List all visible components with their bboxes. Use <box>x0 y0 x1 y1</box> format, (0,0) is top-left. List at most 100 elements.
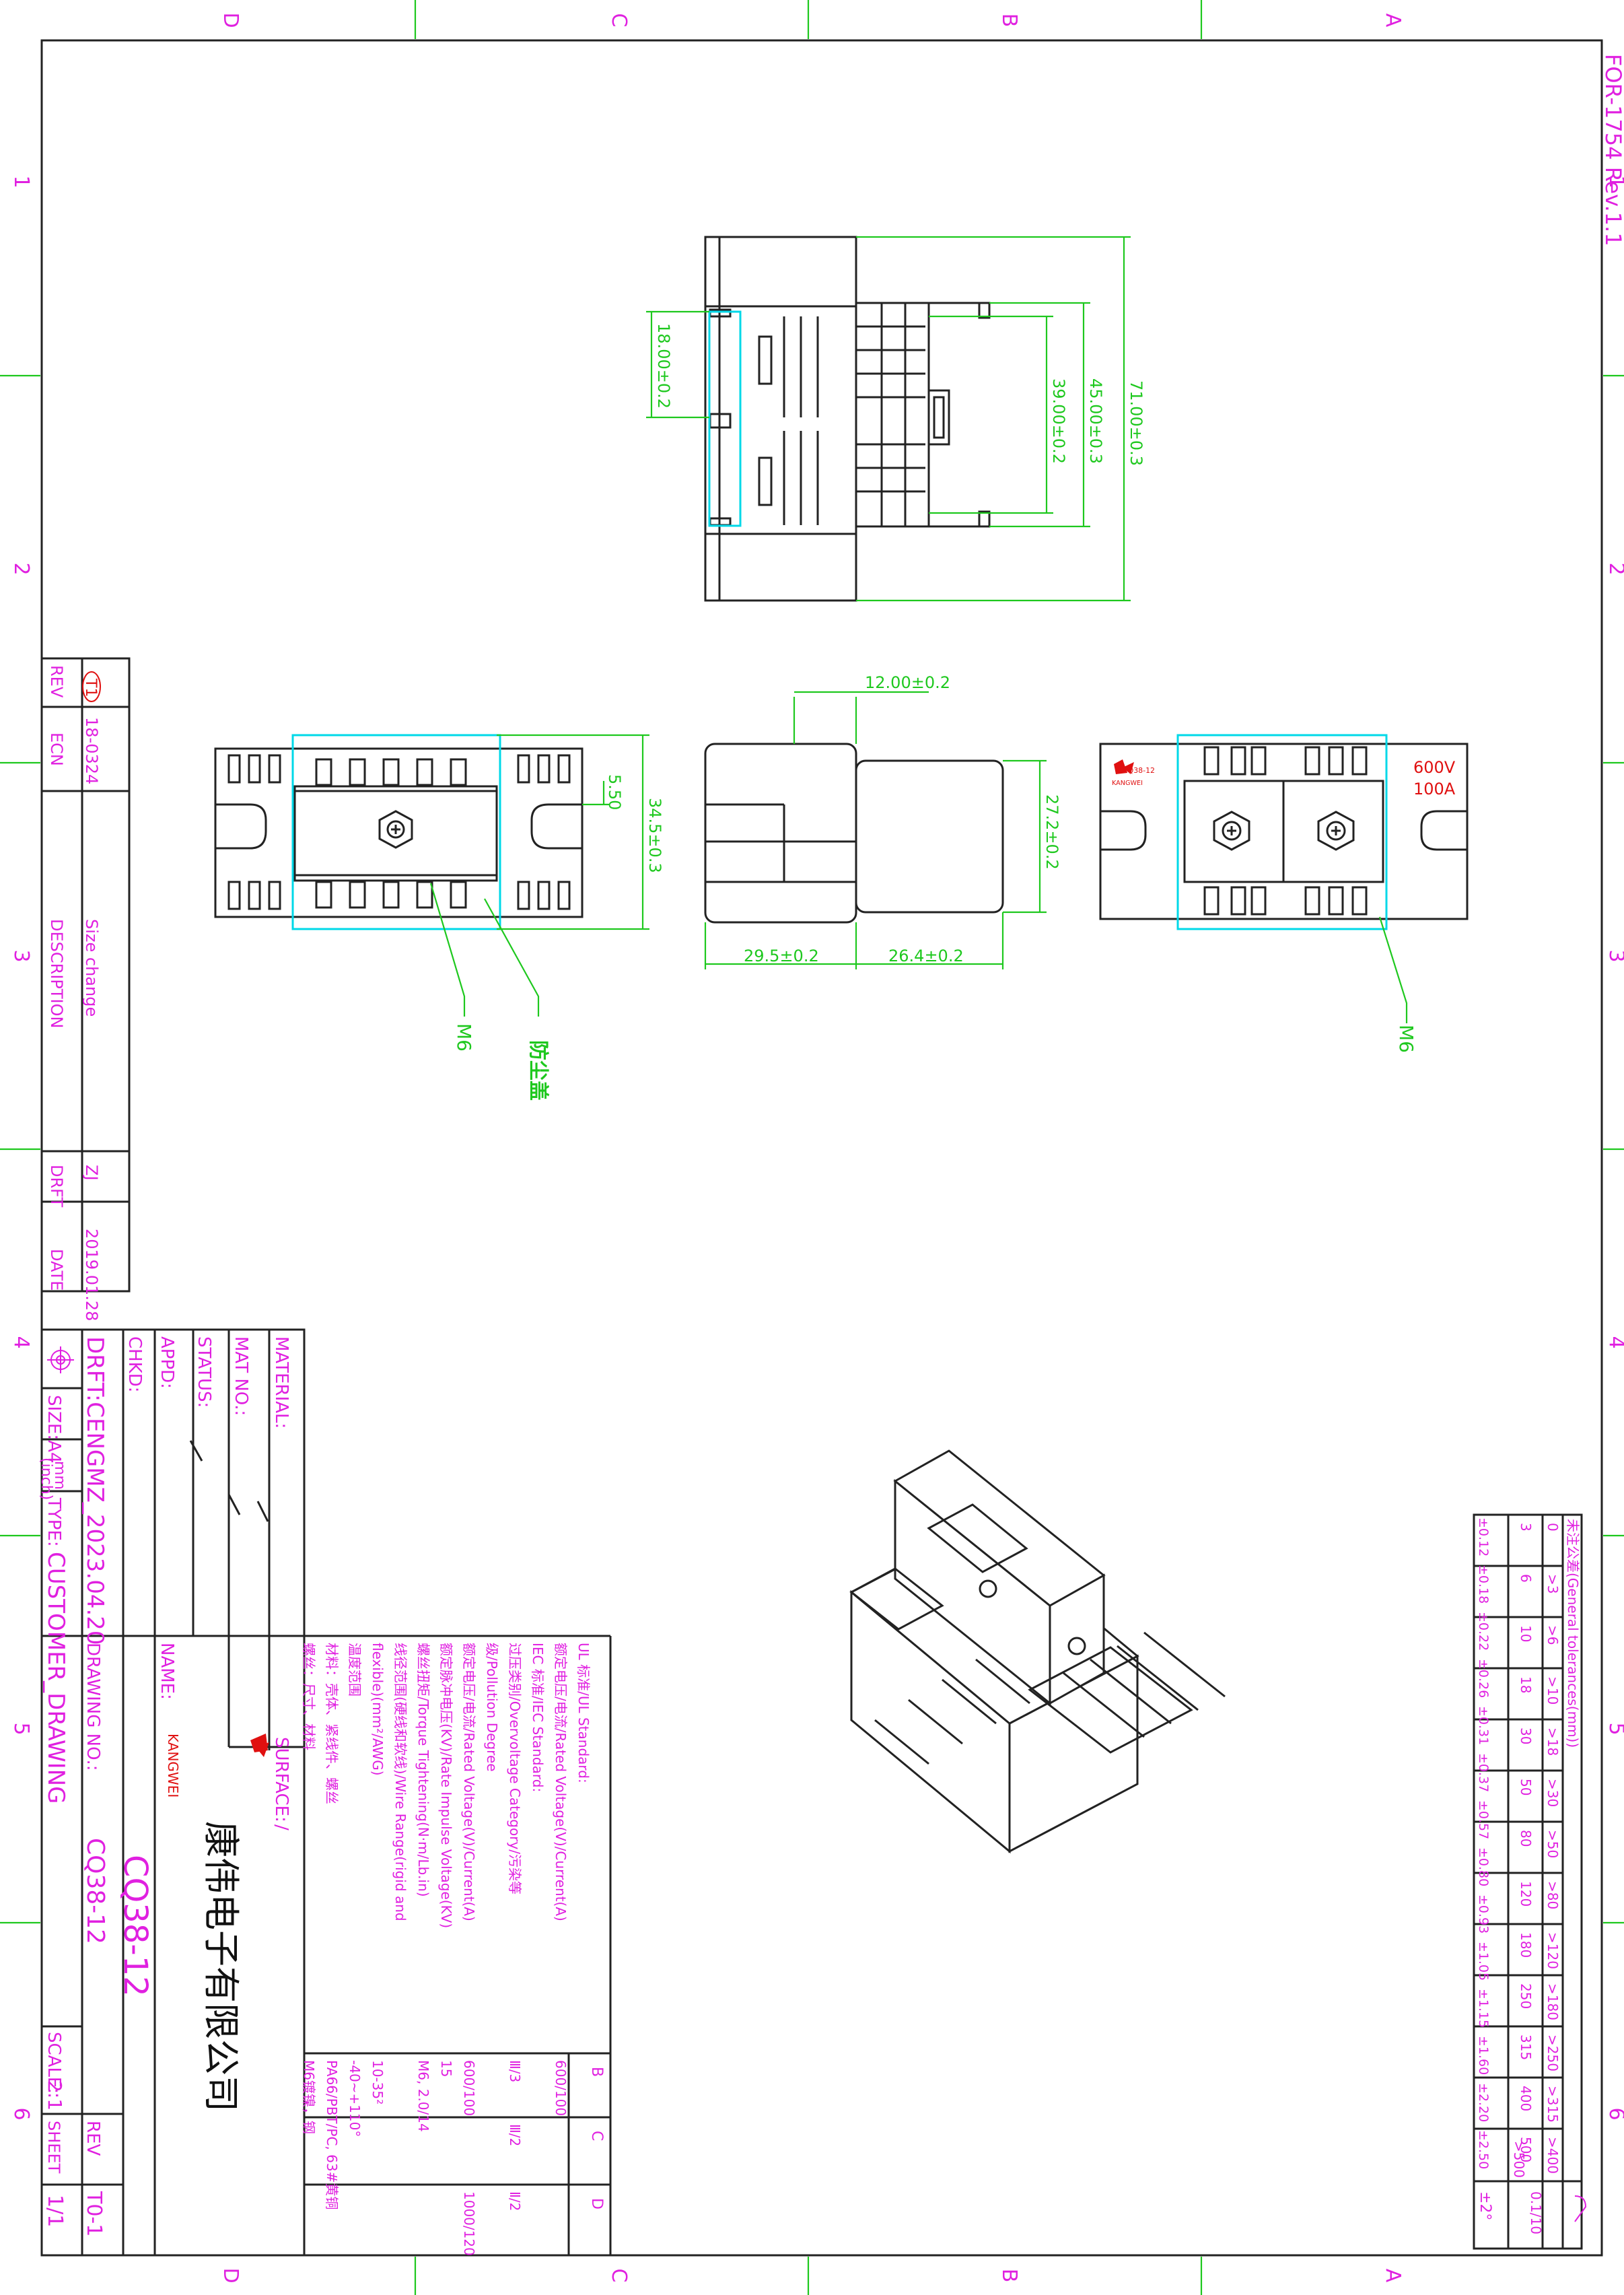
scale-value: 2:1 <box>44 2080 66 2111</box>
tolerance-value: ±0.93 <box>1476 1894 1491 1933</box>
rev-header-ecn: ECN <box>47 732 66 766</box>
tolerance-from: >10 <box>1545 1676 1561 1705</box>
tolerance-to: 10 <box>1518 1625 1534 1642</box>
spec-col-d: D <box>588 2198 605 2210</box>
tolerance-value: ±0.12 <box>1476 1517 1491 1556</box>
dim-18: 18.00±0.2 <box>654 323 673 409</box>
zone-letter-top-a: A <box>1381 13 1405 28</box>
isometric-view <box>849 1449 1226 1854</box>
revision-table: REV ECN DESCRIPTION DRFT DATE T1 18-0324… <box>40 657 131 1321</box>
zone-number-left-1: 1 <box>9 175 33 188</box>
tolerance-angle-header: 0.1/10 <box>1528 2191 1544 2234</box>
spec-row-label: 额定脉冲电压(KV)/Rate Impulse Voltage(KV) <box>438 1643 454 1928</box>
company-name-cn: 康伟电子有限公司 <box>200 1821 242 2112</box>
unit-inch: (inch) <box>38 1458 55 1500</box>
company-name-en: KANGWEI <box>165 1734 181 1797</box>
part-name: CQ38-12 <box>116 1855 154 1997</box>
tolerance-from: >250 <box>1545 2034 1561 2071</box>
rev-row-ecn: 18-0324 <box>82 717 101 784</box>
projection-symbol-icon <box>47 1346 74 1373</box>
tolerance-value: ±2.50 <box>1476 2130 1491 2169</box>
tolerance-value: ±0.22 <box>1476 1612 1491 1651</box>
dim-27-2: 27.2±0.2 <box>1043 794 1061 870</box>
dim-5-50: 5.50 <box>605 774 624 810</box>
tolerance-from: >18 <box>1545 1727 1561 1756</box>
tolerance-to: 18 <box>1518 1676 1534 1693</box>
drawing-no: CQ38-12 <box>81 1838 109 1944</box>
rev-row-date: 2019.01.28 <box>82 1229 101 1321</box>
tolerance-angle-value: ±2° <box>1477 2191 1493 2220</box>
company-logo <box>250 1734 269 1757</box>
surface-label: SURFACE: <box>271 1737 291 1822</box>
tolerance-from: 0 <box>1545 1523 1561 1532</box>
callout-m6-left: M6 <box>453 1023 475 1052</box>
tolerance-from: >30 <box>1545 1779 1561 1807</box>
zone-number-left-3: 3 <box>9 949 33 962</box>
tolerance-value: ±1.05 <box>1476 1942 1491 1981</box>
tolerance-over-500: >500 <box>1511 2141 1527 2178</box>
tolerance-from: >50 <box>1545 1830 1561 1858</box>
spec-row-label: 级/Pollution Degree <box>484 1643 500 1772</box>
tolerance-to: 120 <box>1518 1881 1534 1907</box>
zone-letter-top-c: C <box>607 13 631 28</box>
callout-m6-right: M6 <box>1395 1025 1417 1053</box>
dim-26-4: 26.4±0.2 <box>888 947 964 965</box>
spec-row-label: 材料：壳体、紧线件、螺丝 <box>324 1643 340 1804</box>
tolerance-to: 315 <box>1518 2034 1534 2060</box>
rev-header-date: DATE <box>47 1249 66 1291</box>
dim-39: 39.00±0.2 <box>1049 378 1068 464</box>
zone-number-right-5: 5 <box>1604 1722 1624 1735</box>
rev-value: T0-1 <box>82 2191 106 2236</box>
spec-row-b: 600/100 <box>461 2060 477 2116</box>
rev-row-rev: T1 <box>82 678 99 697</box>
spec-row-b: 10-35² <box>369 2060 386 2104</box>
type-value: CUSTOMER_DRAWING <box>42 1552 69 1804</box>
spec-col-c: C <box>588 2131 605 2141</box>
tolerance-to: 180 <box>1518 1932 1534 1958</box>
type-label: TYPE: <box>44 1497 64 1547</box>
dim-12: 12.00±0.2 <box>865 673 950 692</box>
tolerance-from: >315 <box>1545 2086 1561 2123</box>
drawing-no-label: DRAWING NO.: <box>83 1643 103 1771</box>
rev-row-drft: ZJ <box>82 1165 101 1181</box>
tolerance-value: ±1.60 <box>1476 2036 1491 2075</box>
rev-header-drft: DRFT <box>47 1165 66 1208</box>
zone-number-right-6: 6 <box>1604 2107 1624 2120</box>
zone-number-left-6: 6 <box>9 2107 33 2120</box>
zone-number-left-2: 2 <box>9 562 33 575</box>
dim-34-5: 34.5±0.3 <box>645 798 664 873</box>
scale-label: SCALE: <box>44 2032 64 2094</box>
spec-row-label: 螺丝：尺寸、材料 <box>301 1643 317 1750</box>
tolerance-to: 6 <box>1518 1574 1534 1583</box>
label-current: 100A <box>1413 780 1456 798</box>
sheet-label: SHEET <box>44 2121 63 2174</box>
label-brand: KANGWEI <box>1112 780 1143 787</box>
rev-row-description: Size change <box>82 919 101 1017</box>
label-voltage: 600V <box>1413 758 1456 777</box>
spec-row-label: IEC 标准/IEC Standard: <box>530 1643 546 1792</box>
spec-row-b: Ⅲ/3 <box>507 2060 523 2082</box>
mat-no-label: MAT NO.: <box>231 1336 251 1416</box>
spec-row-d: 1000/120 <box>461 2191 477 2256</box>
zone-number-right-1: 1 <box>1604 175 1624 188</box>
rev-header-rev: REV <box>47 665 66 698</box>
tolerance-value: ±2.20 <box>1476 2083 1491 2122</box>
spec-row-b: M6镀镍，钢 <box>301 2060 317 2134</box>
tolerance-to: 30 <box>1518 1727 1534 1744</box>
spec-row-label: flexible)(mm²/AWG) <box>369 1643 386 1776</box>
spec-row-c: Ⅲ/2 <box>507 2124 523 2146</box>
zone-number-left-4: 4 <box>9 1336 33 1348</box>
tolerance-value: ±0.31 <box>1476 1706 1491 1745</box>
tolerance-value: ±0.57 <box>1476 1800 1491 1839</box>
drft-line: DRFT:CENGMZ_2023.04.20 <box>81 1336 108 1645</box>
top-view: 71.00±0.3 45.00±0.3 39.00±0.2 18.00±0.2 <box>646 236 1145 602</box>
tolerance-from: >120 <box>1545 1932 1561 1969</box>
tolerance-to: 500 <box>1518 2137 1534 2162</box>
tolerance-title: 未注公差(General tolerances(mm)) <box>1565 1519 1581 1748</box>
tolerance-value: ±1.15 <box>1476 1989 1491 2028</box>
tolerance-value: ±0.26 <box>1476 1659 1491 1698</box>
tolerance-to: 80 <box>1518 1830 1534 1847</box>
spec-row-label: 温度范围 <box>347 1643 363 1697</box>
appd-label: APPD: <box>157 1336 177 1389</box>
